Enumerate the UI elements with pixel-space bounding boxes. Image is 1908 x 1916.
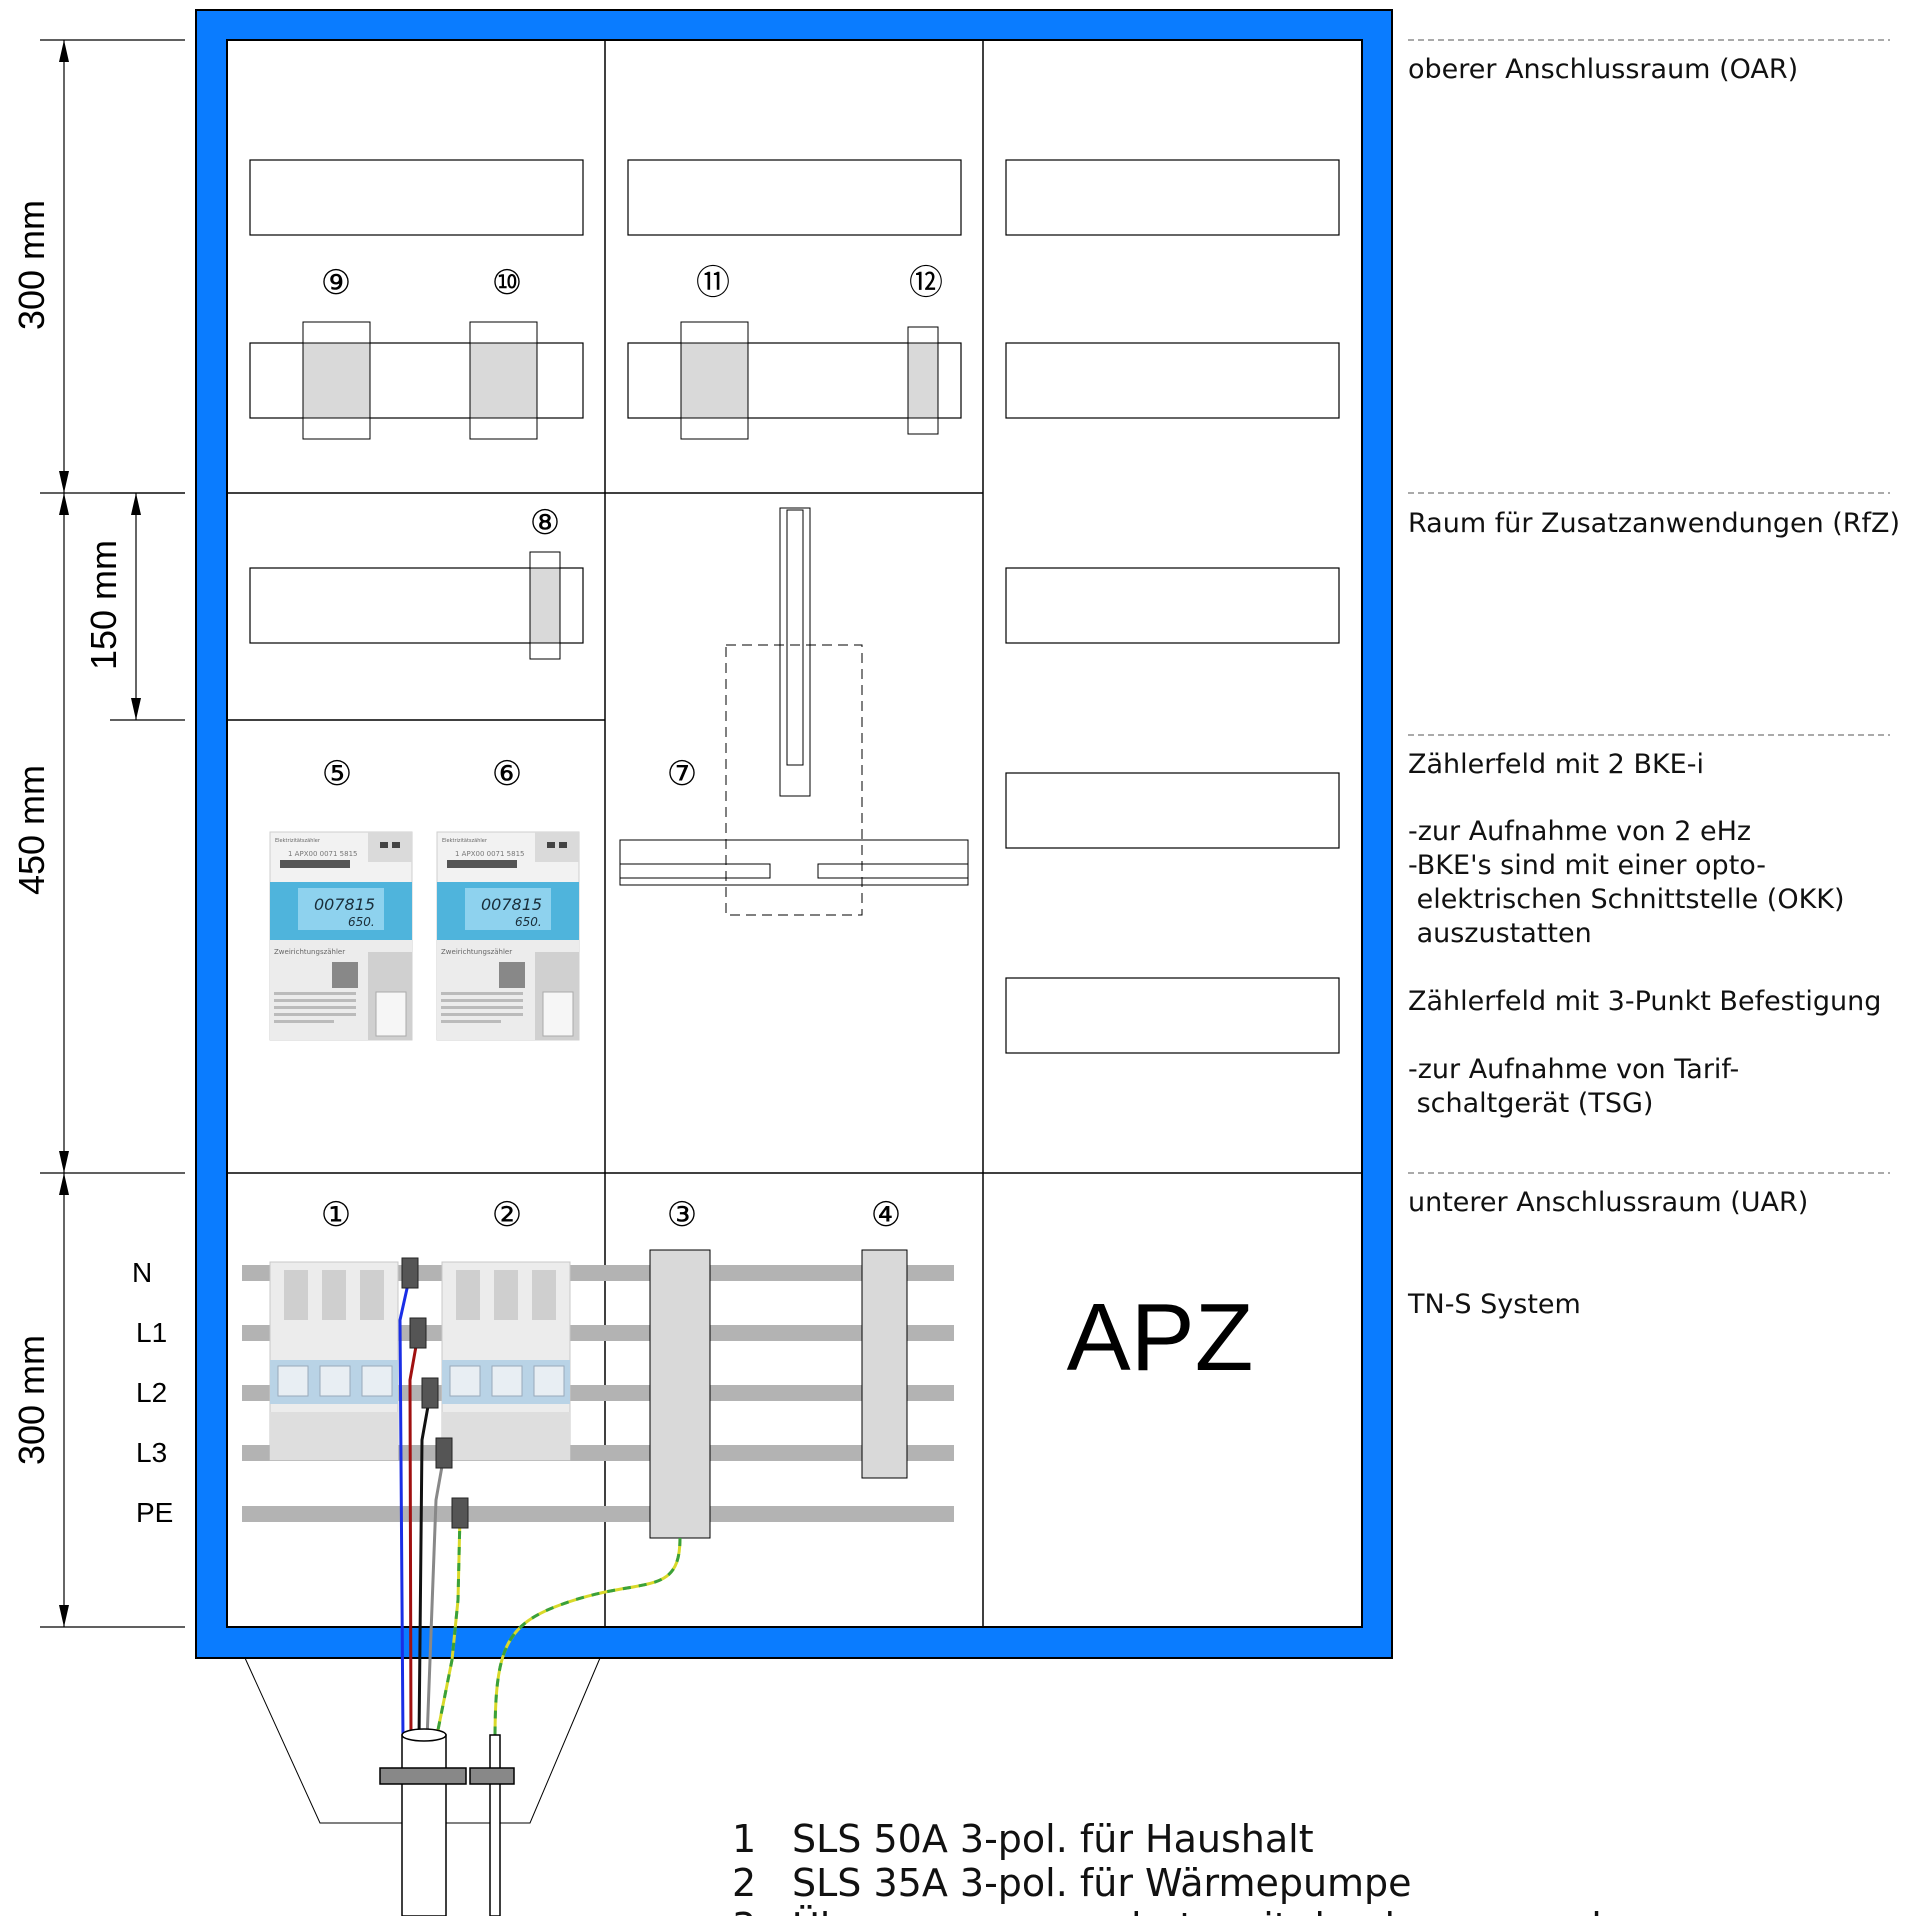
tsg-mount: [619, 507, 969, 916]
marker-6: ⑥: [492, 754, 522, 794]
wire-l3: [425, 1454, 446, 1741]
busbar-label-pe: PE: [136, 1497, 173, 1528]
breaker-2: [441, 1261, 571, 1461]
marker-9: ⑨: [321, 263, 351, 303]
meter-5-type: Zweirichtungszähler: [274, 948, 345, 956]
device-9: [302, 342, 371, 419]
busbar-label-n: N: [132, 1257, 152, 1288]
marker-12: ⑫: [909, 263, 943, 303]
dim-label-meter: 450 mm: [11, 765, 52, 895]
marker-1: ①: [321, 1195, 351, 1235]
marker-2: ②: [492, 1195, 522, 1235]
surge-protector-3: [649, 1249, 711, 1539]
busbar-label-l2: L2: [136, 1377, 167, 1408]
meter-5: Elektrizitätszähler 1 APX00 0071 5815 00…: [269, 831, 413, 1041]
marker-5: ⑤: [322, 754, 352, 794]
legend: 1 SLS 50A 3-pol. für Haushalt 2 SLS 35A …: [732, 1817, 1602, 1916]
surge-protector-4: [861, 1249, 908, 1479]
dim-label-oar: 300 mm: [11, 200, 52, 330]
meter-5-reading: 007815: [314, 895, 375, 914]
dim-label-rfz: 150 mm: [83, 540, 124, 670]
breaker-1: [269, 1261, 399, 1461]
note-tsg-title: Zählerfeld mit 3-Punkt Befestigung: [1408, 986, 1881, 1017]
terminal-clamps: [401, 1257, 469, 1529]
note-system: TN-S System: [1407, 1289, 1581, 1320]
meter-6-code: 1 APX00 0071 5815: [455, 850, 524, 858]
meter-6-reading: 007815: [481, 895, 542, 914]
legend-text-3: Überspannungsschutz mit durchgangsausl: [792, 1905, 1602, 1916]
note-meter-l3: elektrischen Schnittstelle (OKK): [1408, 884, 1845, 915]
wire-n: [398, 1274, 412, 1741]
legend-text-2: SLS 35A 3-pol. für Wärmepumpe: [792, 1861, 1412, 1905]
legend-text-1: SLS 50A 3-pol. für Haushalt: [792, 1817, 1314, 1861]
device-12: [907, 342, 939, 419]
note-tsg-l1: -zur Aufnahme von Tarif-: [1408, 1054, 1739, 1085]
device-10: [469, 342, 538, 419]
marker-7: ⑦: [667, 754, 697, 794]
note-uar: unterer Anschlussraum (UAR): [1408, 1187, 1808, 1218]
marker-4: ④: [871, 1195, 901, 1235]
oar-devices: [302, 321, 939, 660]
marker-10: ⑩: [492, 263, 522, 303]
note-oar: oberer Anschlussraum (OAR): [1408, 54, 1798, 85]
section-guides: [1408, 39, 1890, 1174]
cable-conduit: [379, 1728, 515, 1916]
legend-num-2: 2: [732, 1861, 756, 1905]
wire-spd-pe-stripe: [493, 1537, 682, 1741]
busbar-l2: [242, 1385, 954, 1401]
meter-6: Elektrizitätszähler 1 APX00 0071 5815 00…: [436, 831, 580, 1041]
busbar-n: [242, 1265, 954, 1281]
note-meter-l1: -zur Aufnahme von 2 eHz: [1408, 816, 1751, 847]
notes: oberer Anschlussraum (OAR) Raum für Zusa…: [1407, 54, 1900, 1320]
note-meter-l4: auszustatten: [1408, 918, 1592, 949]
note-rfz: Raum für Zusatzanwendungen (RfZ): [1408, 508, 1900, 539]
meter-6-type: Zweirichtungszähler: [441, 948, 512, 956]
device-11: [680, 342, 749, 419]
legend-num-3: 3: [732, 1905, 756, 1916]
meter-6-header: Elektrizitätszähler: [442, 838, 488, 844]
marker-3: ③: [667, 1195, 697, 1235]
dimension-arrows: [59, 40, 141, 1627]
dimension-lines: [40, 39, 185, 1628]
meter-5-header: Elektrizitätszähler: [275, 838, 321, 844]
marker-8: ⑧: [530, 503, 560, 543]
apz-label: APZ: [1067, 1284, 1254, 1391]
legend-num-1: 1: [732, 1817, 756, 1861]
note-meter-l2: -BKE's sind mit einer opto-: [1408, 850, 1766, 881]
meter-5-sub: 650.: [348, 915, 375, 929]
device-8: [529, 567, 561, 644]
note-tsg-l2: schaltgerät (TSG): [1408, 1088, 1653, 1119]
dim-label-uar: 300 mm: [11, 1335, 52, 1465]
busbar-label-l3: L3: [136, 1437, 167, 1468]
wire-l2: [417, 1394, 432, 1741]
busbar-label-l1: L1: [136, 1317, 167, 1348]
meter-5-code: 1 APX00 0071 5815: [288, 850, 357, 858]
wire-pe-stripe: [434, 1514, 462, 1741]
busbar-l3: [242, 1445, 954, 1461]
note-meter-title: Zählerfeld mit 2 BKE-i: [1408, 749, 1704, 780]
partitions: [227, 40, 1362, 1627]
marker-11: ⑪: [696, 263, 730, 303]
busbar-pe: [242, 1506, 954, 1522]
position-markers: ⑨ ⑩ ⑪ ⑫ ⑧ ⑤ ⑥ ⑦ ① ② ③ ④: [321, 263, 943, 1235]
wires: [398, 1274, 682, 1741]
meter-6-sub: 650.: [515, 915, 542, 929]
wire-l1: [408, 1334, 420, 1741]
